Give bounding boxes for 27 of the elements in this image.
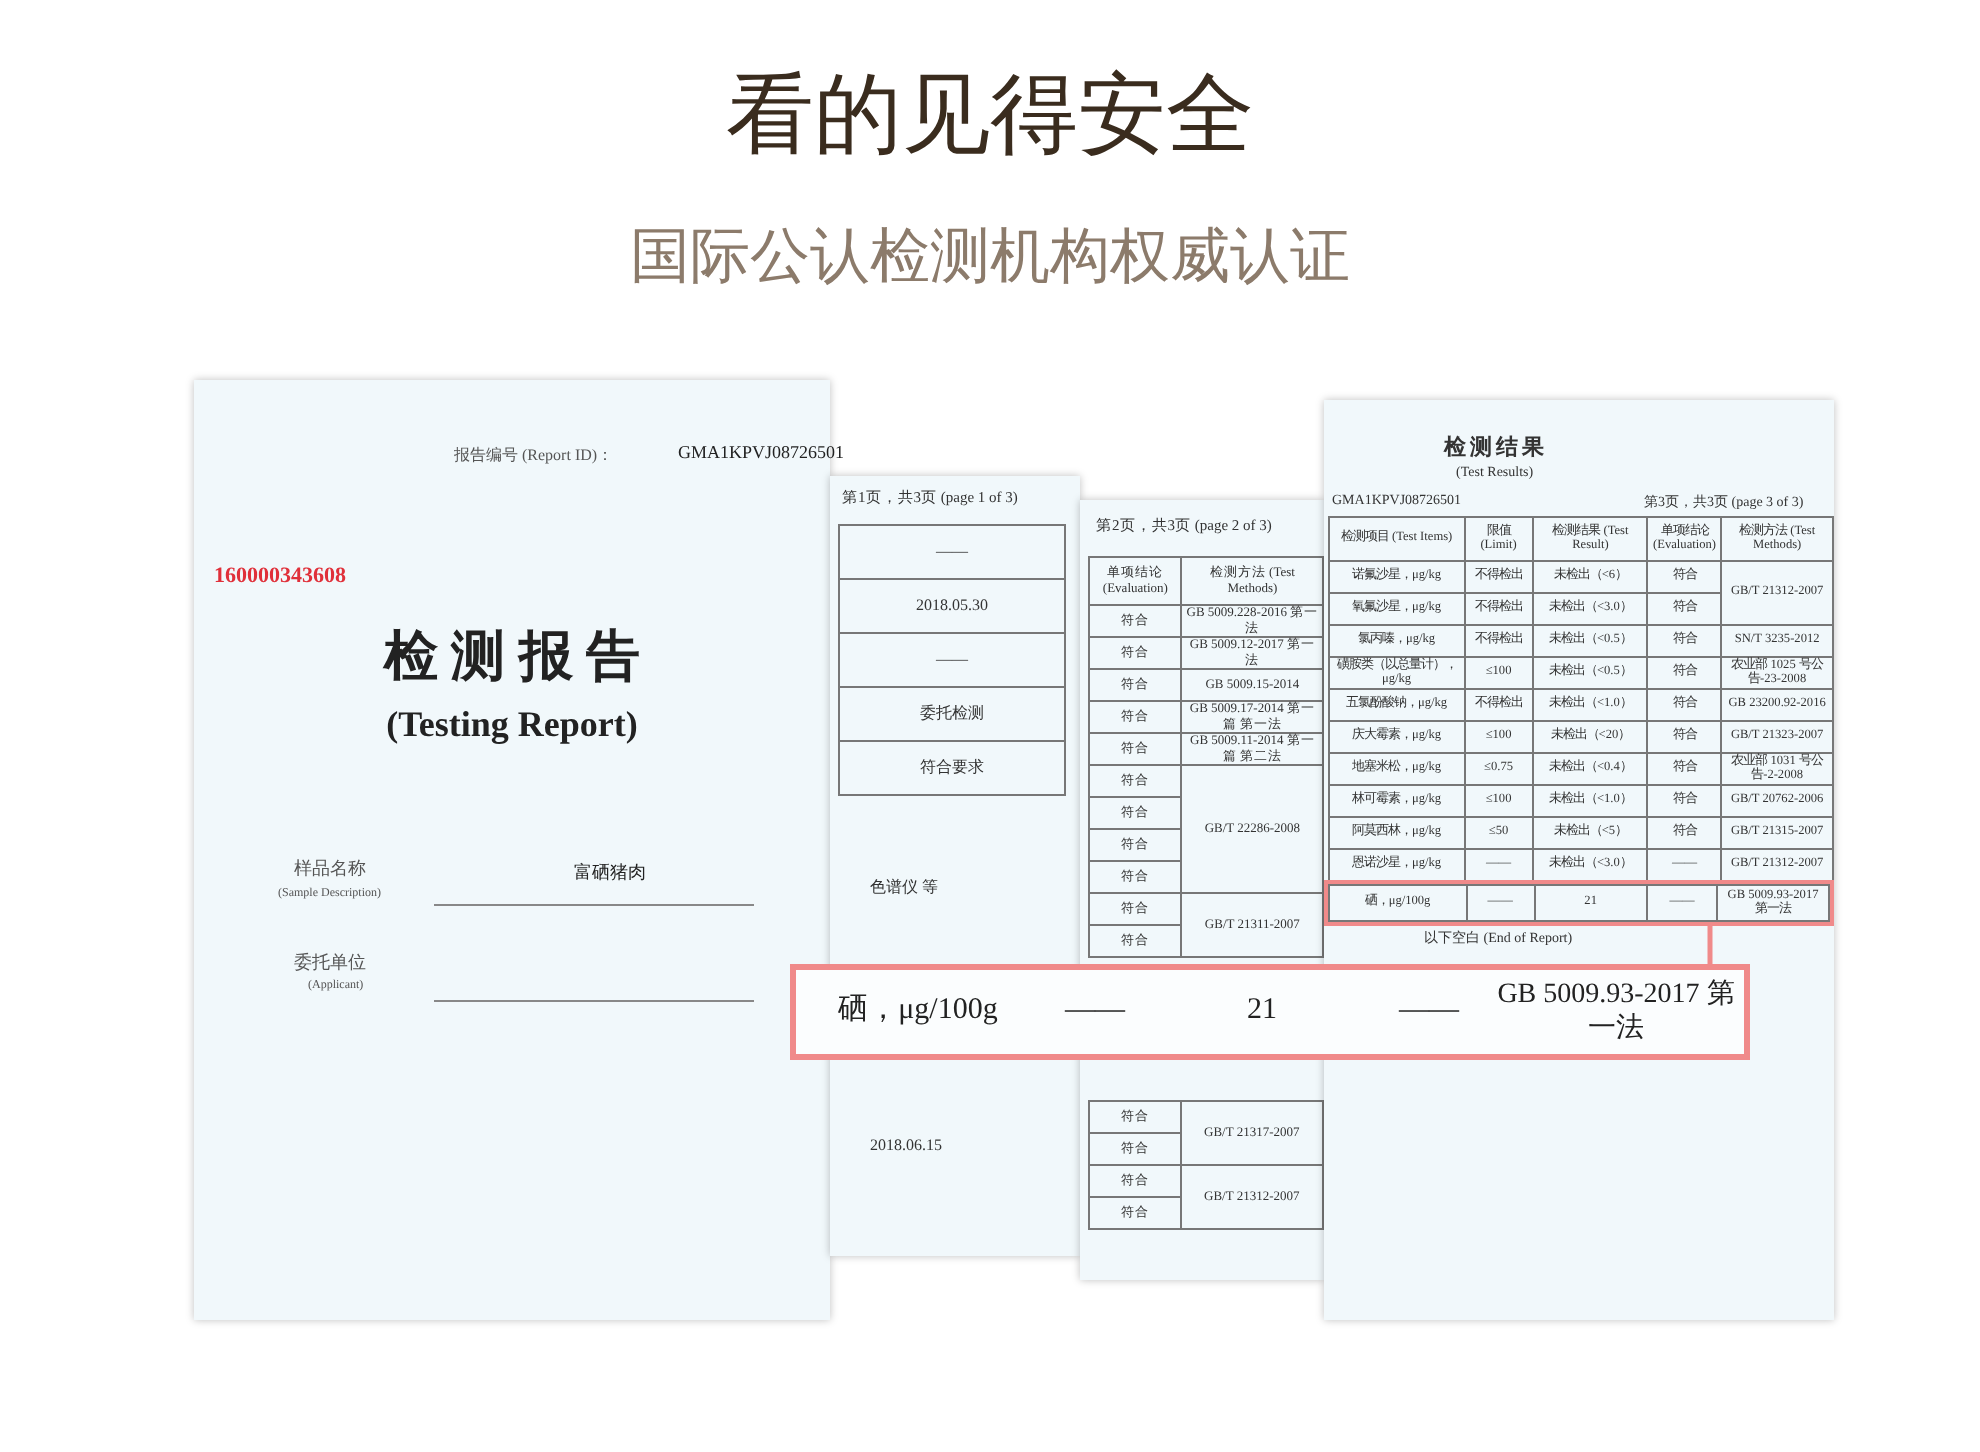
certificate-number: 160000343608 [214, 564, 346, 588]
highlight-frame [1324, 880, 1834, 926]
page-text: 检测结果 [1444, 433, 1548, 462]
page-title: 看的见得安全 [724, 62, 1256, 170]
table-cell-text: 21 [1245, 994, 1279, 1028]
report-page [1324, 400, 1834, 1320]
table-cell: GB 5009.93-2017 第一法 [1496, 978, 1736, 1046]
table-cell: 色谱仪 等 [870, 876, 938, 898]
report-id: GMA1KPVJ08726501 [678, 442, 845, 462]
field-label: 报告编号 (Report ID)： [454, 444, 614, 466]
table-cell-text: —— [1063, 994, 1127, 1028]
table-cell: 委托检测 [839, 687, 1065, 741]
table-cell: 2018.05.30 [839, 579, 1065, 633]
subtitle: 国际公认检测机构权威认证 [628, 220, 1352, 296]
table-cell-text: 硒，μg/100g [836, 994, 1000, 1028]
document-heading: 检 测 报 告 [381, 624, 643, 690]
field-value: 富硒猪肉 [574, 860, 646, 886]
document-subheading: (Testing Report) [384, 704, 640, 746]
table-cell: —— [839, 633, 1065, 687]
leader-line [1707, 926, 1713, 964]
date-text: 2018.06.15 [870, 1136, 942, 1154]
magnified-callout [790, 964, 1750, 1060]
field-label: 样品名称 [294, 856, 366, 882]
table-cell-text: —— [1397, 994, 1461, 1028]
field-label: 委托单位 [294, 950, 366, 976]
table-cell: —— [839, 525, 1065, 579]
table-cell: 符合要求 [839, 741, 1065, 795]
